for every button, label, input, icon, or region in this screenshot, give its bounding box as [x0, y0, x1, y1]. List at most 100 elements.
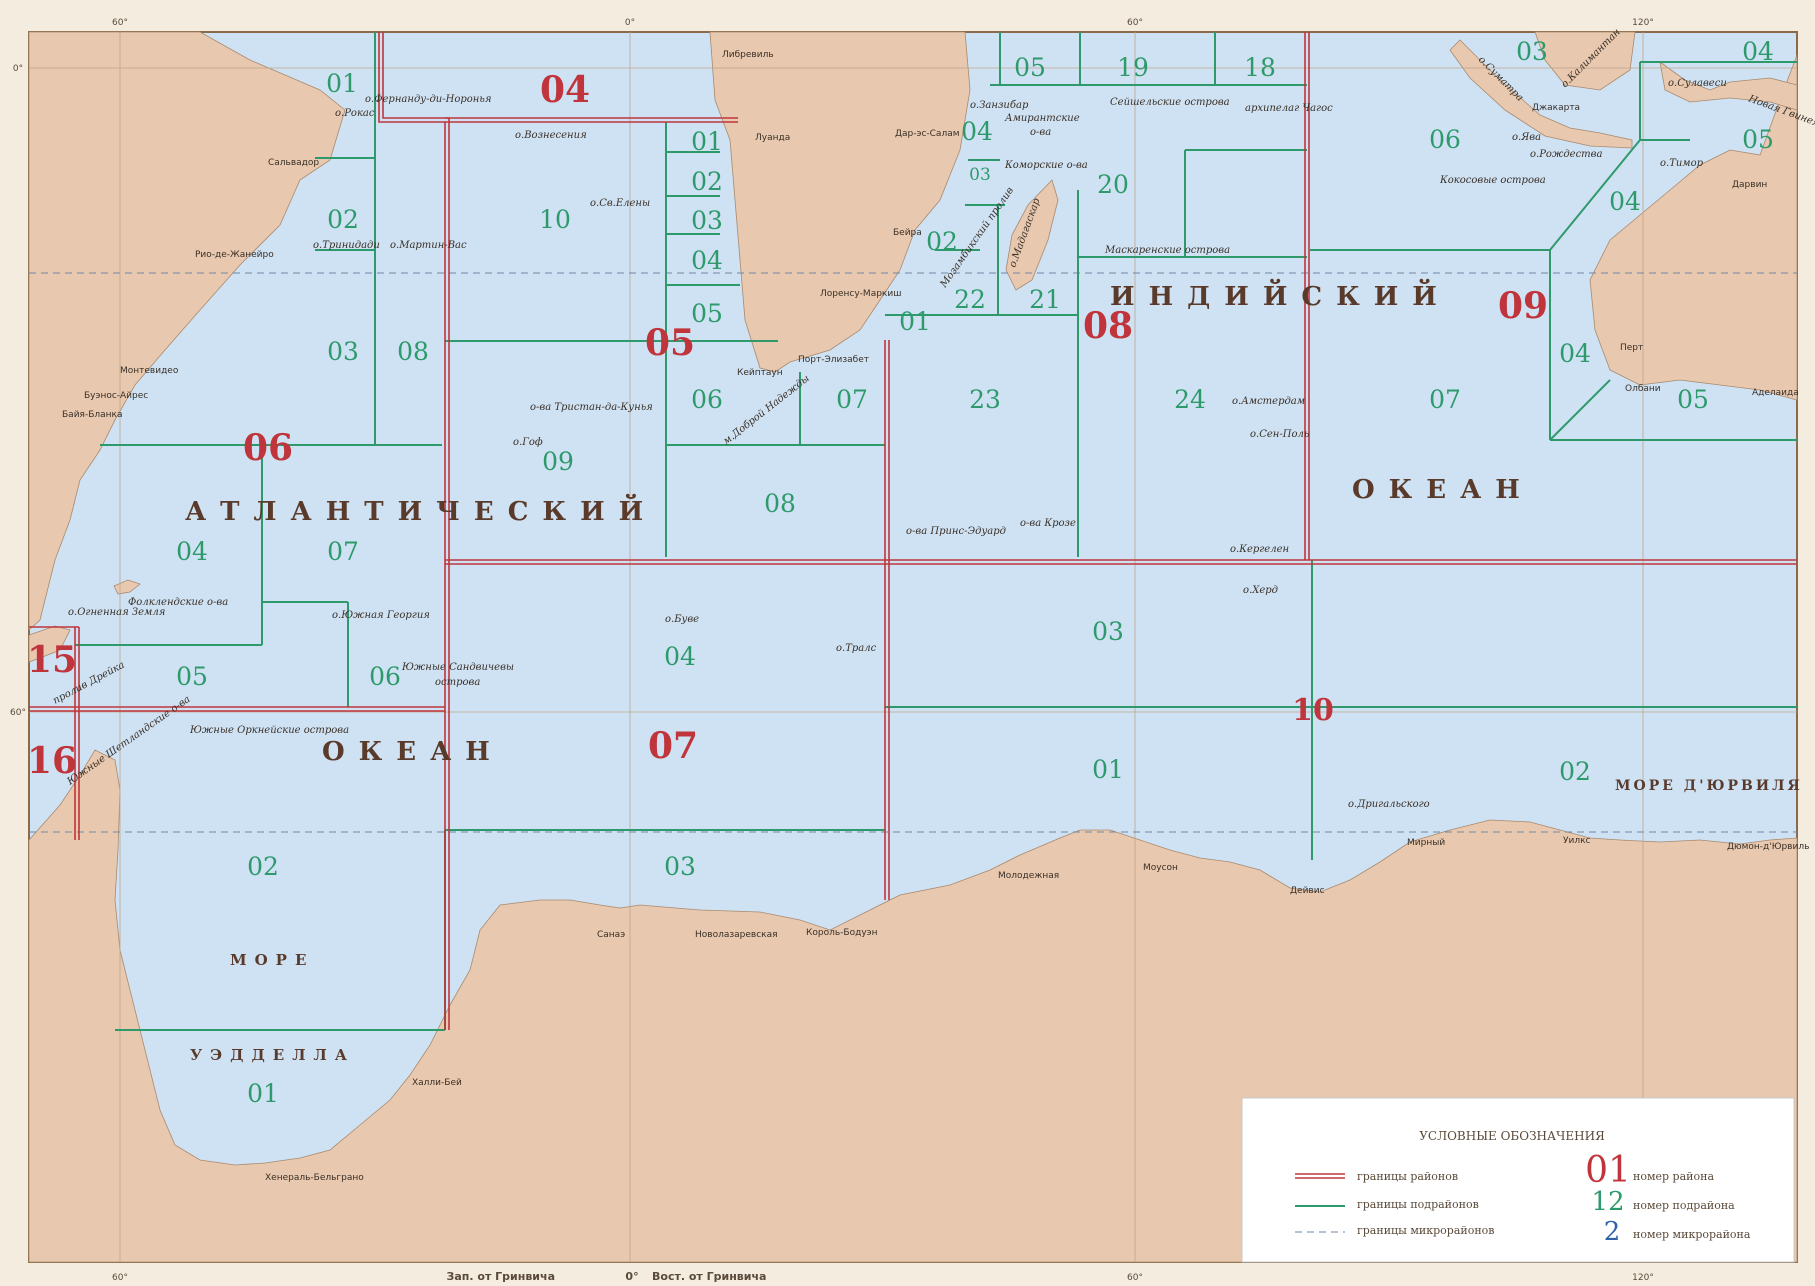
legend-subdistrict-border: границы подрайонов: [1357, 1198, 1479, 1211]
place-label: Дейвис: [1290, 886, 1325, 896]
sea-weddell-2: УЭДДЕЛЛА: [190, 1046, 355, 1064]
legend: УСЛОВНЫЕ ОБОЗНАЧЕНИЯ границы районов гра…: [1241, 1097, 1795, 1263]
subdistrict-label: 02: [691, 167, 723, 196]
place-label: Новолазаревская: [695, 930, 778, 940]
subdistrict-label: 08: [764, 489, 796, 518]
place-label: о.Св.Елены: [590, 198, 650, 209]
place-label: о.Рождества: [1530, 149, 1602, 160]
subdistrict-borders: [75, 32, 1797, 1031]
subdistrict-label: 04: [1559, 339, 1591, 368]
legend-subdistrict-number: номер подрайона: [1633, 1199, 1735, 1212]
subdistrict-label: 03: [691, 206, 723, 235]
subdistrict-label: 07: [1429, 385, 1461, 414]
place-label: Сальвадор: [268, 158, 319, 168]
place-label: Санаэ: [597, 930, 625, 940]
place-label: Дюмон-д'Юрвиль: [1727, 842, 1809, 852]
district-borders: [29, 32, 1797, 1030]
district-04: 04: [540, 69, 590, 111]
district-15: 15: [27, 639, 77, 681]
africa: [709, 31, 971, 373]
place-label: острова: [435, 677, 480, 688]
district-16: 16: [27, 740, 77, 782]
lon-top-60w: 60°: [112, 18, 128, 28]
place-label: Амирантские: [1004, 113, 1080, 124]
subdistrict-label: 20: [1097, 170, 1129, 199]
place-label: о.Занзибар: [970, 100, 1029, 111]
place-label: Фолклендские о-ва: [128, 597, 228, 608]
sea-weddell-1: МОРЕ: [230, 951, 314, 969]
place-label: о.Огненная Земля: [68, 607, 165, 618]
place-label: о-ва Крозе: [1020, 518, 1076, 529]
subdistrict-label: 07: [327, 537, 359, 566]
subdistrict-label: 04: [176, 537, 208, 566]
place-label: Кейптаун: [737, 368, 783, 378]
place-label: о.Мартин-Вас: [390, 240, 467, 251]
place-label: Сейшельские острова: [1110, 97, 1230, 108]
district-10: 10: [1292, 693, 1334, 728]
lon-bottom-60e: 60°: [1127, 1273, 1143, 1282]
place-label: о.Сулавеси: [1668, 78, 1727, 89]
place-label: Аделаида: [1752, 388, 1799, 398]
caption-west: Зап. от Гринвича: [447, 1270, 555, 1282]
place-label: Дарвин: [1732, 180, 1767, 190]
subdistrict-label: 22: [954, 285, 986, 314]
subdistrict-label: 05: [1677, 385, 1709, 414]
place-label: о.Тимор: [1660, 158, 1704, 169]
place-label: о.Херд: [1243, 585, 1278, 596]
subdistrict-label: 03: [1516, 37, 1548, 66]
place-label: о.Кергелен: [1230, 544, 1289, 555]
subdistrict-label: 06: [1429, 125, 1461, 154]
place-label: Либревиль: [722, 50, 774, 60]
place-label: Южные Оркнейские острова: [189, 725, 349, 736]
lat-0: 0°: [13, 64, 23, 74]
place-label: о.Сен-Поль: [1250, 429, 1309, 440]
place-label: о.Амстердам: [1232, 396, 1305, 407]
place-label: Рио-де-Жанейро: [195, 250, 274, 260]
lon-top-60e: 60°: [1127, 18, 1143, 28]
place-label: Коморские о-ва: [1004, 160, 1088, 171]
place-label: о.Тралс: [836, 643, 877, 654]
subdistrict-label: 23: [969, 385, 1001, 414]
district-06: 06: [243, 427, 293, 469]
lon-bottom-120e: 120°: [1632, 1273, 1654, 1282]
place-label: Монтевидео: [120, 366, 179, 376]
subdistrict-label: 06: [369, 662, 401, 691]
place-label: Порт-Элизабет: [798, 355, 869, 365]
legend-district-border: границы районов: [1357, 1170, 1458, 1183]
place-label: Байя-Бланка: [62, 410, 122, 420]
place-label: о.Фернанду-ди-Норонья: [365, 94, 491, 105]
subdistrict-label: 01: [1092, 755, 1124, 784]
subdistrict-label: 08: [397, 337, 429, 366]
place-label: Мирный: [1407, 838, 1445, 848]
lat-60s: 60°: [10, 708, 26, 718]
place-label: о.Рокас: [335, 108, 375, 119]
subdistrict-label: 19: [1117, 53, 1149, 82]
subdistrict-label: 05: [176, 662, 208, 691]
lon-top-0: 0°: [625, 18, 635, 28]
place-label: Моусон: [1143, 863, 1178, 873]
legend-title: УСЛОВНЫЕ ОБОЗНАЧЕНИЯ: [1419, 1129, 1605, 1143]
district-08: 08: [1083, 305, 1133, 347]
subdistrict-label: 04: [1742, 37, 1774, 66]
place-label: Перт: [1620, 343, 1643, 353]
subdistrict-label: 04: [961, 117, 993, 146]
borneo: [1534, 31, 1636, 91]
place-label: о.Дригальского: [1348, 799, 1430, 810]
place-label: Джакарта: [1532, 103, 1580, 113]
legend-micro-number: номер микрорайона: [1633, 1228, 1751, 1241]
place-label: о-ва: [1030, 127, 1051, 138]
place-label: Халли-Бей: [412, 1078, 462, 1088]
legend-district-sample: 01: [1585, 1150, 1631, 1191]
place-label: Маскаренские острова: [1104, 245, 1230, 256]
place-label: Бейра: [893, 228, 922, 238]
place-label: Кокосовые острова: [1439, 175, 1546, 186]
lon-top-120e: 120°: [1632, 18, 1654, 28]
place-label: Молодежная: [998, 871, 1059, 881]
place-label: Уилкс: [1563, 836, 1591, 846]
graticule: [29, 32, 1797, 1262]
subdistrict-label: 06: [691, 385, 723, 414]
place-label: Лоренсу-Маркиш: [820, 289, 901, 299]
place-label: Южные Сандвичевы: [401, 662, 514, 673]
subdistrict-label: 03: [327, 337, 359, 366]
